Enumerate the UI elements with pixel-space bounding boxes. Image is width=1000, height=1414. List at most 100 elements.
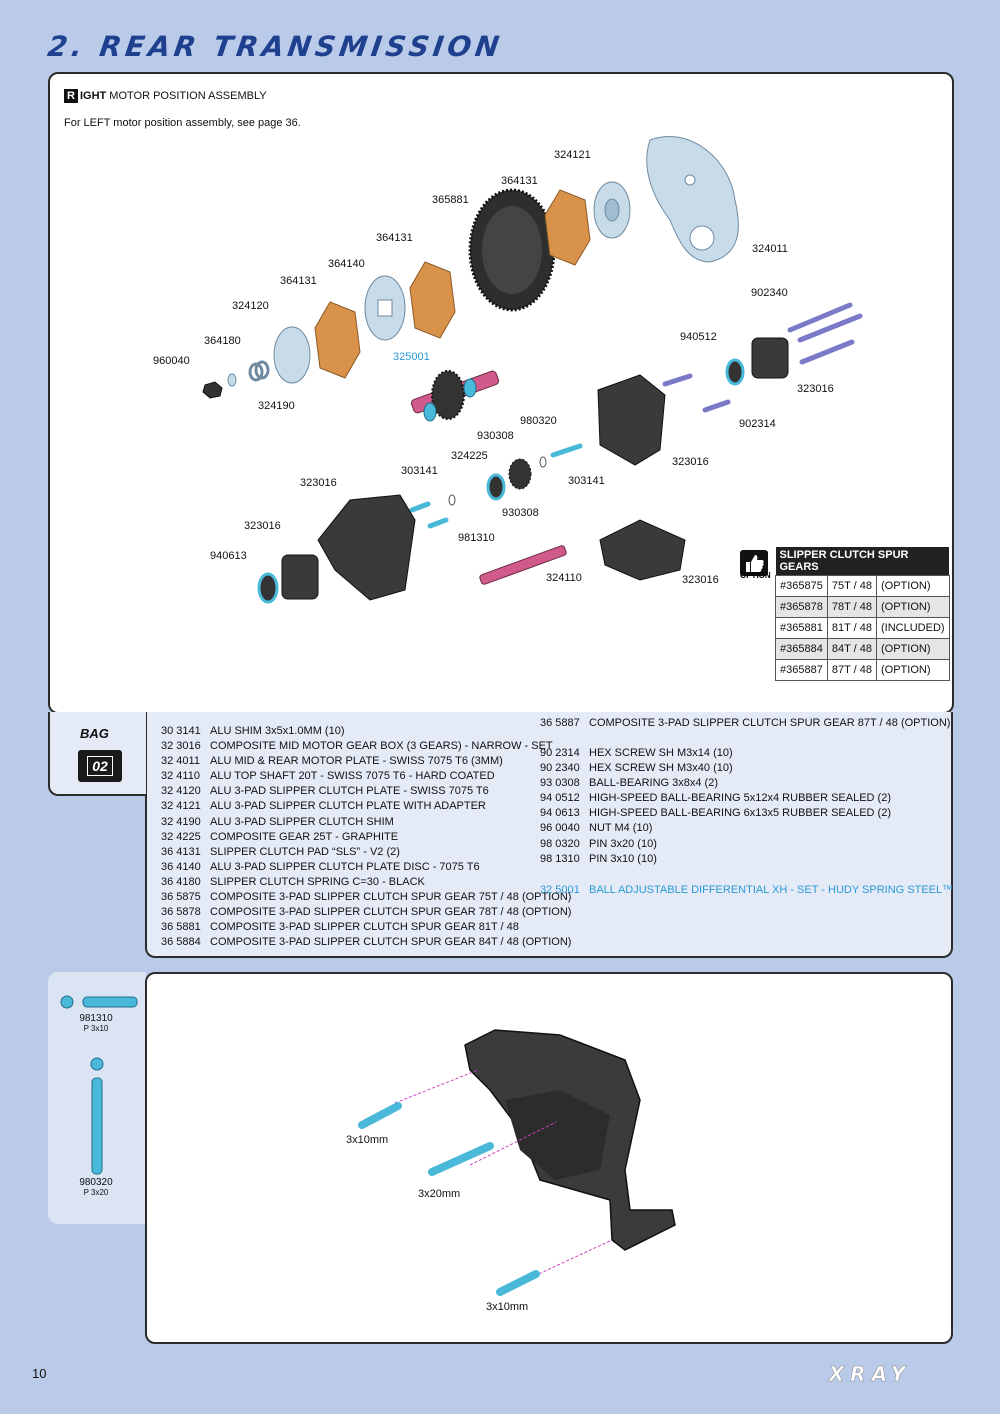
- composite-gear: [508, 458, 532, 490]
- part-code: 96 0040: [540, 822, 580, 835]
- page-number: 10: [32, 1366, 47, 1381]
- hex-screw: [662, 373, 693, 387]
- bag-label: BAG: [80, 726, 109, 741]
- part-desc: ALU SHIM 3x5x1.0MM (10): [210, 725, 345, 737]
- part-desc: HEX SCREW SH M3x40 (10): [589, 762, 733, 775]
- callout-324011: 324011: [752, 243, 788, 255]
- guide-line: [469, 1121, 557, 1166]
- pin: [358, 1102, 402, 1129]
- shim: [448, 494, 456, 506]
- part-code: 94 0512: [540, 792, 580, 805]
- list-item: 94 0512 HIGH-SPEED BALL-BEARING 5x12x4 RU…: [540, 791, 891, 806]
- callout-364131-c: 364131: [280, 275, 317, 287]
- part-code: 32 5001: [540, 884, 580, 896]
- bag-number-badge: 02: [78, 750, 122, 782]
- bearing: [257, 572, 279, 604]
- differential-bearing: [423, 402, 437, 422]
- part-desc: COMPOSITE 3-PAD SLIPPER CLUTCH SPUR GEAR…: [210, 906, 572, 919]
- clutch-spring: [248, 362, 264, 382]
- part-code: 98 1310: [540, 852, 580, 865]
- motor-plate-hole: [689, 225, 715, 251]
- pin-size: P 3x10: [83, 1024, 109, 1033]
- bearing: [486, 473, 506, 501]
- clutch-shim: [227, 373, 237, 387]
- gear-status: (OPTION): [876, 596, 950, 618]
- part-code: 90 2340: [540, 762, 580, 775]
- xray-logo: XRAY: [827, 1362, 906, 1387]
- guide-line: [394, 1069, 479, 1104]
- pin-code: 980320: [79, 1177, 113, 1188]
- callout-902314: 902314: [739, 418, 776, 430]
- hex-screw: [787, 302, 853, 333]
- bearing: [725, 358, 745, 386]
- callout-324225: 324225: [451, 450, 488, 462]
- bag-box: BAG 02: [48, 712, 146, 796]
- part-code: 32 3016: [161, 740, 201, 753]
- slipper-pad: [409, 261, 456, 339]
- guide-line: [529, 1239, 613, 1279]
- part-desc: PIN 3x20 (10): [589, 837, 657, 850]
- spur-gear-inner: [482, 206, 542, 294]
- pin-size: P 3x20: [83, 1188, 109, 1197]
- pin-code: 981310: [79, 1013, 113, 1024]
- bag-number: 02: [87, 756, 113, 776]
- part-code: 36 5875: [161, 891, 201, 904]
- part-desc: COMPOSITE GEAR 25T - GRAPHITE: [210, 830, 399, 843]
- gearbox-face: [505, 1090, 610, 1180]
- gear-teeth: 81T / 48: [826, 617, 878, 639]
- parts-list-box: [145, 712, 953, 958]
- callout-303141-a: 303141: [401, 465, 438, 477]
- top-shaft: [479, 545, 567, 585]
- option-label: OPTION: [740, 571, 771, 580]
- part-code: 98 0320: [540, 837, 580, 850]
- part-code: 36 5887: [540, 717, 580, 729]
- callout-324120: 324120: [232, 300, 269, 312]
- heading-suffix: MOTOR POSITION ASSEMBLY: [109, 90, 267, 102]
- gear-part: #365884: [775, 638, 828, 660]
- gear-status: (OPTION): [876, 575, 950, 597]
- part-desc: HIGH-SPEED BALL-BEARING 5x12x4 RUBBER SE…: [589, 792, 891, 805]
- motor-plate-hole-small: [684, 174, 696, 186]
- part-code: 36 4131: [161, 845, 201, 858]
- part-code: 94 0613: [540, 807, 580, 820]
- callout-323016-a: 323016: [797, 383, 834, 395]
- part-code: 36 4180: [161, 875, 201, 888]
- part-desc: COMPOSITE 3-PAD SLIPPER CLUTCH SPUR GEAR…: [210, 891, 572, 904]
- exploded-view-drawing: [202, 135, 863, 604]
- pin-3x10-drawing: [60, 995, 138, 1009]
- differential-gear: [431, 370, 465, 420]
- part-code: 32 4110: [161, 770, 200, 783]
- shim: [539, 456, 547, 468]
- callout-930308-a: 930308: [477, 430, 514, 442]
- callout-980320: 980320: [520, 415, 557, 427]
- list-item: 98 0320 PIN 3x20 (10): [540, 837, 891, 852]
- callout-324110: 324110: [546, 572, 582, 584]
- pin-body: [82, 996, 138, 1008]
- pin-size-label: 3x10mm: [346, 1134, 389, 1146]
- pin-size-label: 3x10mm: [486, 1301, 529, 1313]
- bearing-housing: [281, 554, 319, 600]
- gear-teeth: 78T / 48: [826, 596, 878, 618]
- gear-part: #365887: [775, 659, 828, 681]
- part-desc: ALU 3-PAD SLIPPER CLUTCH PLATE - SWISS 7…: [210, 785, 489, 798]
- pin-end-circle: [90, 1057, 104, 1071]
- hex-screw: [702, 399, 731, 413]
- bearing-housing: [751, 337, 789, 379]
